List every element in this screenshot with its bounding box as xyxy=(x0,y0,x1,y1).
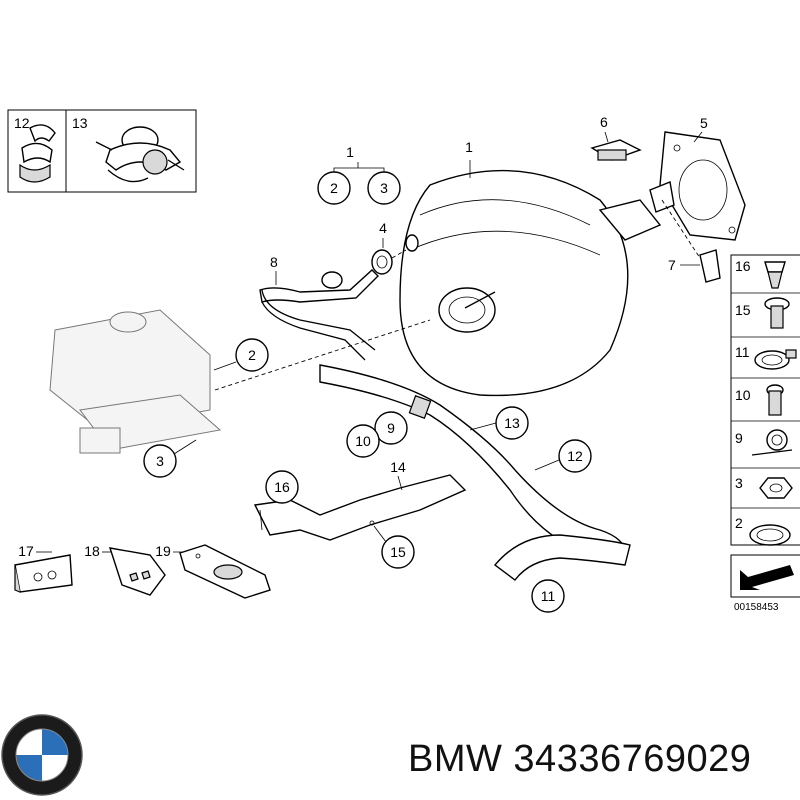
callout-circle-9 xyxy=(374,411,408,445)
vacuum-hose-8-illustration xyxy=(259,269,379,361)
side-panel-label-15: 15 xyxy=(735,302,751,318)
diagram-reference-code: 00158453 xyxy=(734,602,779,613)
screw-15-icon xyxy=(764,297,790,329)
side-panel-label-16: 16 xyxy=(735,258,751,274)
callout-4: 4 xyxy=(379,220,387,236)
callout-circle-2 xyxy=(235,338,269,372)
callout-circle-11 xyxy=(531,579,565,613)
callout-12: 12 xyxy=(567,448,583,464)
seal-ring-2-icon xyxy=(749,524,791,546)
clevis-6-illustration xyxy=(590,139,675,213)
bracket-14-illustration xyxy=(253,474,467,541)
callout-circle-3 xyxy=(143,444,177,478)
nut-3-icon xyxy=(759,477,793,499)
vacuum-hose-11-illustration xyxy=(319,364,631,581)
hose-clamp-11-icon xyxy=(754,349,797,370)
side-panel-label-9: 9 xyxy=(735,430,743,446)
bmw-logo xyxy=(1,714,83,796)
expanding-rivet-16-icon xyxy=(764,261,786,289)
callout-3: 3 xyxy=(156,453,164,469)
side-panel-label-3: 3 xyxy=(735,475,743,491)
hose-clip-13-illustration xyxy=(95,126,185,183)
side-panel-label-11: 11 xyxy=(735,344,750,360)
direction-arrow-icon xyxy=(740,565,794,590)
callout-circle-3-sub xyxy=(367,171,401,205)
gasket-19-illustration xyxy=(179,544,271,599)
callout-circle-10 xyxy=(346,424,380,458)
bolt-10-icon xyxy=(766,384,784,416)
callout-1-top: 1 xyxy=(346,144,354,160)
master-cylinder-illustration xyxy=(49,309,222,454)
callout-11: 11 xyxy=(541,588,556,604)
side-panel-label-2: 2 xyxy=(735,515,743,531)
product-caption: BMW 34336769029 xyxy=(408,738,752,780)
callout-15: 15 xyxy=(390,544,406,560)
callout-3-sub: 3 xyxy=(380,180,388,196)
callout-13: 13 xyxy=(504,415,520,431)
gasket-5-illustration xyxy=(659,131,746,241)
callout-19: 19 xyxy=(155,543,171,559)
callout-10: 10 xyxy=(355,433,371,449)
brake-booster-illustration xyxy=(399,169,662,397)
callout-circle-15 xyxy=(381,535,415,569)
callout-1-booster: 1 xyxy=(465,139,473,155)
seal-18-illustration xyxy=(108,547,166,596)
clip-7-illustration xyxy=(699,249,721,283)
callout-8: 8 xyxy=(270,254,278,270)
callout-circle-16 xyxy=(265,470,299,504)
callout-16: 16 xyxy=(274,479,290,495)
callout-17: 17 xyxy=(18,543,34,559)
grommet-17-illustration xyxy=(14,554,73,593)
callout-6: 6 xyxy=(600,114,608,130)
callout-circle-2-sub xyxy=(317,171,351,205)
callout-18: 18 xyxy=(84,543,100,559)
callout-5: 5 xyxy=(700,115,708,131)
cable-clip-9-icon xyxy=(751,429,793,456)
hose-clip-12-illustration xyxy=(19,124,56,183)
callout-circle-12 xyxy=(558,439,592,473)
callout-14: 14 xyxy=(390,459,406,475)
callout-2: 2 xyxy=(248,347,256,363)
callout-2-sub: 2 xyxy=(330,180,338,196)
callout-9: 9 xyxy=(387,420,395,436)
callout-12-inset: 12 xyxy=(14,115,30,131)
callout-13-inset: 13 xyxy=(72,115,88,131)
side-panel-label-10: 10 xyxy=(735,387,751,403)
callout-7: 7 xyxy=(668,257,676,273)
grommet-4-illustration xyxy=(371,249,393,275)
